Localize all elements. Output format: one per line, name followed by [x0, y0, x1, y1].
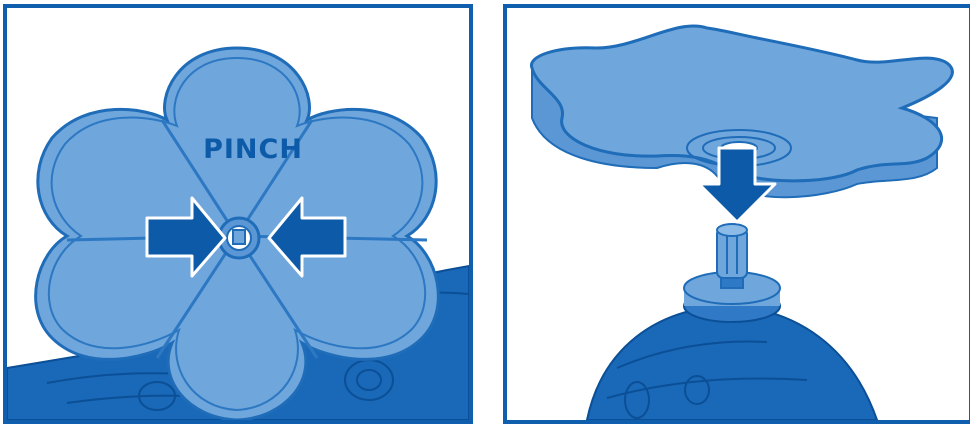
cap-hub	[217, 216, 261, 260]
pinch-illustration: PINCH	[7, 46, 469, 420]
down-arrow-icon	[697, 146, 777, 224]
base-dome-details	[606, 340, 808, 419]
post-stem	[716, 223, 748, 279]
pinch-arrow-left-icon	[267, 196, 347, 278]
panel-pinch-step: PINCH	[3, 4, 473, 424]
pinch-arrow-right-icon	[145, 196, 227, 278]
panel-attach-step	[503, 4, 970, 424]
pinch-label: PINCH	[203, 134, 303, 165]
attach-illustration	[530, 24, 954, 420]
flower-cap-rim	[47, 56, 427, 412]
floating-cap-top	[530, 24, 954, 183]
